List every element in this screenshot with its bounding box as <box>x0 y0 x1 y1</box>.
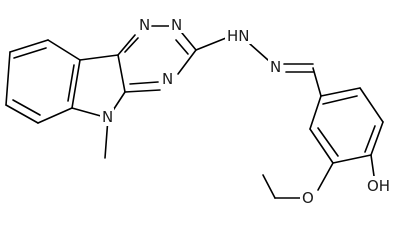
bond <box>9 39 49 53</box>
bond <box>195 37 227 51</box>
atom-background <box>100 108 114 126</box>
atom-background <box>225 26 251 44</box>
bond <box>320 87 361 97</box>
atom-label-n4: N <box>102 108 113 126</box>
bond <box>370 121 384 156</box>
bond <box>317 162 334 191</box>
bond <box>332 154 372 164</box>
bond <box>249 43 269 61</box>
atom-label-hn: HN <box>227 27 250 45</box>
chemical-structure-diagram: N N N N HN N OH O <box>5 15 395 207</box>
atom-background <box>300 188 314 206</box>
bond <box>47 39 81 61</box>
bond <box>262 174 276 199</box>
atom-labels: N N N N HN N OH O <box>100 15 395 207</box>
bond <box>37 107 73 124</box>
bond <box>181 32 197 51</box>
atom-background <box>169 15 183 33</box>
bond <box>13 47 47 59</box>
atom-label-o: O <box>302 189 314 207</box>
atom-background <box>268 57 282 75</box>
atom-label-n-imine: N <box>270 58 281 76</box>
atom-background <box>160 69 174 87</box>
bond <box>12 99 41 116</box>
bond <box>309 95 322 130</box>
bond <box>359 87 384 123</box>
bond <box>124 37 139 53</box>
bond <box>71 59 81 109</box>
bond <box>175 39 189 55</box>
bond <box>5 104 39 124</box>
bond <box>370 154 375 177</box>
bond <box>5 51 11 106</box>
atom-label-n1: N <box>139 16 150 34</box>
bond <box>117 54 126 93</box>
bond <box>364 125 376 153</box>
bond <box>309 128 334 164</box>
atom-label-oh: OH <box>367 177 390 195</box>
bond <box>317 127 339 157</box>
molecule-drawing: N N N N HN N OH O <box>5 15 395 207</box>
atom-label-n2: N <box>171 16 182 34</box>
atom-background <box>365 176 395 194</box>
bond <box>124 89 161 93</box>
atom-label-n3: N <box>162 70 173 88</box>
bond <box>129 81 159 85</box>
bond <box>312 67 322 97</box>
bond <box>67 64 75 102</box>
bond <box>79 54 119 61</box>
bond <box>117 34 136 56</box>
bond-lines <box>5 25 384 199</box>
bond <box>177 49 197 75</box>
bond <box>322 95 358 105</box>
atom-background <box>137 15 151 33</box>
